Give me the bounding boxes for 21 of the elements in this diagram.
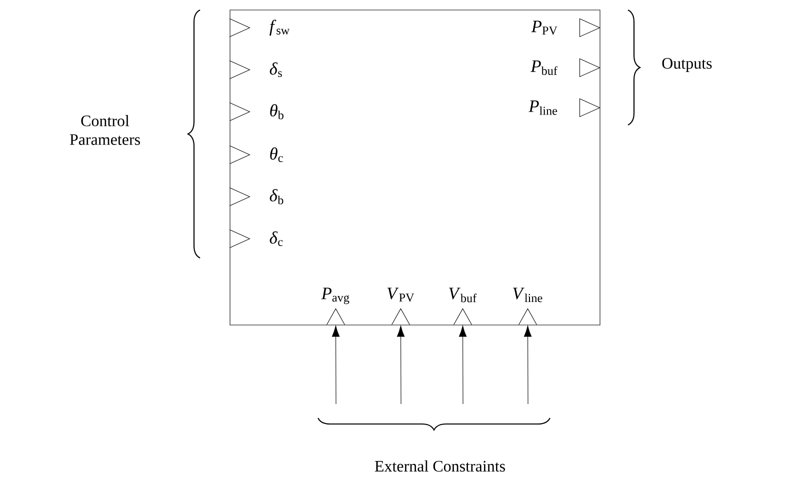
port-label: δ$_{s}$ [270,62,282,78]
group-label: Control Parameters [70,115,140,145]
port-label: P$_{buf}$ [530,60,558,75]
arrow [524,326,532,404]
port-label: θ$_{b}$ [270,104,284,120]
group-label: Outputs [662,58,712,72]
port-label: V$_{PV}$ [387,288,414,302]
port-label: P$_{line}$ [528,100,558,115]
port-label: P$_{avg}$ [321,288,350,304]
port-label: V$_{line}$ [513,288,542,302]
port-label: V$_{buf}$ [449,288,477,302]
arrow [396,326,405,404]
group-label: External Constraints [374,460,505,472]
block-box [230,10,600,326]
port-label: θ$_{c}$ [270,147,283,162]
port-label: P$_{PV}$ [531,20,558,35]
port-label: f$_{sw}$ [270,20,290,36]
port-label: δ$_{c}$ [270,231,283,246]
arrow [458,326,467,404]
port-label: δ$_{b}$ [270,189,284,204]
arrow [332,326,340,404]
